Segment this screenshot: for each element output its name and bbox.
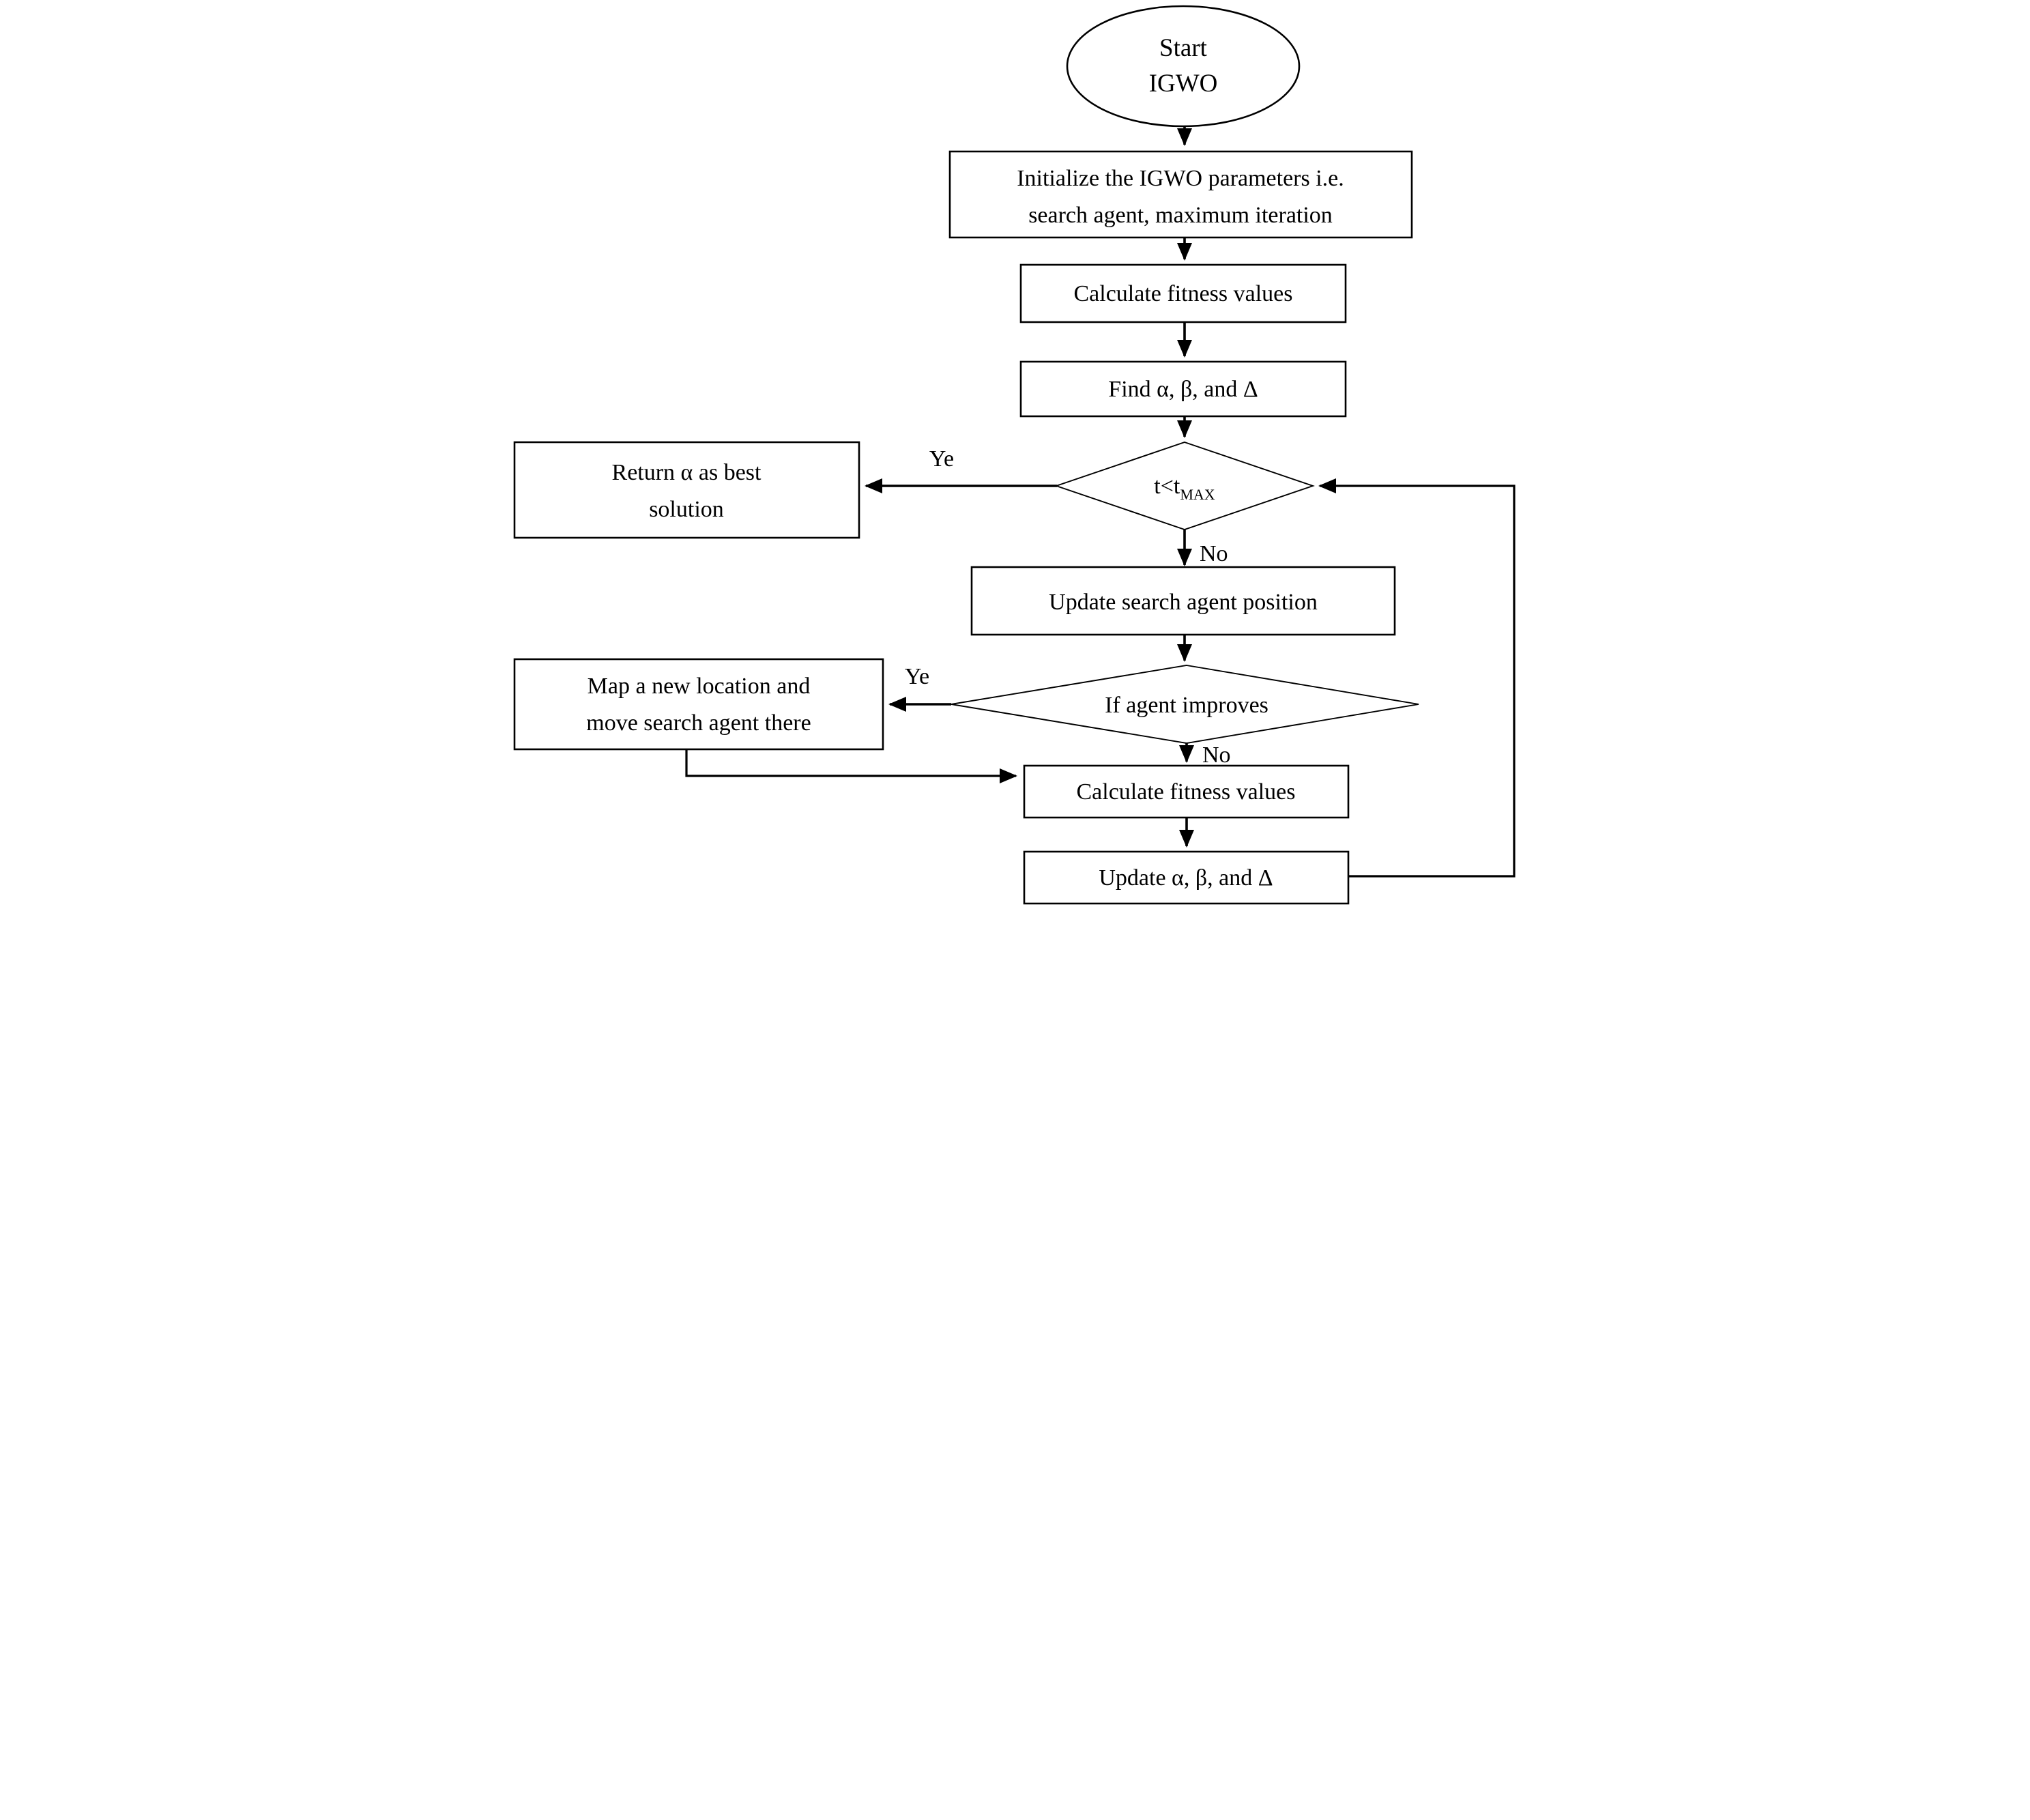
return-best-label-line1: Return α as best [611, 460, 761, 485]
connector-map-location-to-calc2 [684, 749, 1017, 783]
edge-label-no-iteration-check: No [1200, 541, 1228, 566]
flowchart-igwo: Start IGWO Initialize the IGWO parameter… [507, 0, 1523, 910]
connector-feedback-update-abd-to-iteration-check [1318, 478, 1516, 878]
process-return-best-solution [513, 441, 860, 539]
map-location-label-line1: Map a new location and [587, 674, 810, 699]
edge-label-no-agent-improves: No [1202, 742, 1231, 768]
process-map-new-location [513, 658, 884, 751]
map-location-label-line2: move search agent there [586, 710, 811, 736]
process-update-alpha-beta-delta [1023, 850, 1349, 905]
decision-iteration-check [1054, 441, 1315, 531]
calculate-fitness-2-label: Calculate fitness values [1076, 779, 1295, 805]
update-alpha-beta-delta-label: Update α, β, and Δ [1099, 865, 1273, 891]
iteration-check-label-main: t<t [1154, 474, 1180, 499]
edge-label-yes-agent-improves: Ye [904, 664, 929, 689]
decision-agent-improves [951, 665, 1419, 744]
process-initialize-parameters [948, 150, 1412, 239]
iteration-check-label-subscript: MAX [1180, 486, 1215, 503]
return-best-label-line2: solution [649, 497, 724, 522]
find-alpha-beta-delta-label: Find α, β, and Δ [1108, 377, 1258, 402]
start-label-line2: IGWO [1148, 70, 1217, 98]
start-terminator [1066, 5, 1300, 128]
process-update-search-agent-position [970, 566, 1395, 636]
update-position-label: Update search agent position [1049, 590, 1318, 615]
calculate-fitness-1-label: Calculate fitness values [1073, 281, 1292, 306]
initialize-label-line2: search agent, maximum iteration [1028, 203, 1333, 228]
process-calculate-fitness-2 [1023, 764, 1349, 819]
initialize-label-line1: Initialize the IGWO parameters i.e. [1017, 166, 1344, 191]
process-find-alpha-beta-delta [1019, 360, 1346, 418]
flowchart-canvas: Start IGWO Initialize the IGWO parameter… [507, 0, 1523, 910]
edge-label-yes-iteration-check: Ye [929, 446, 953, 472]
process-calculate-fitness-1 [1019, 263, 1346, 323]
start-label-line1: Start [1159, 34, 1208, 62]
agent-improves-label: If agent improves [1105, 693, 1268, 718]
iteration-check-label: t<tMAX [1154, 474, 1215, 503]
